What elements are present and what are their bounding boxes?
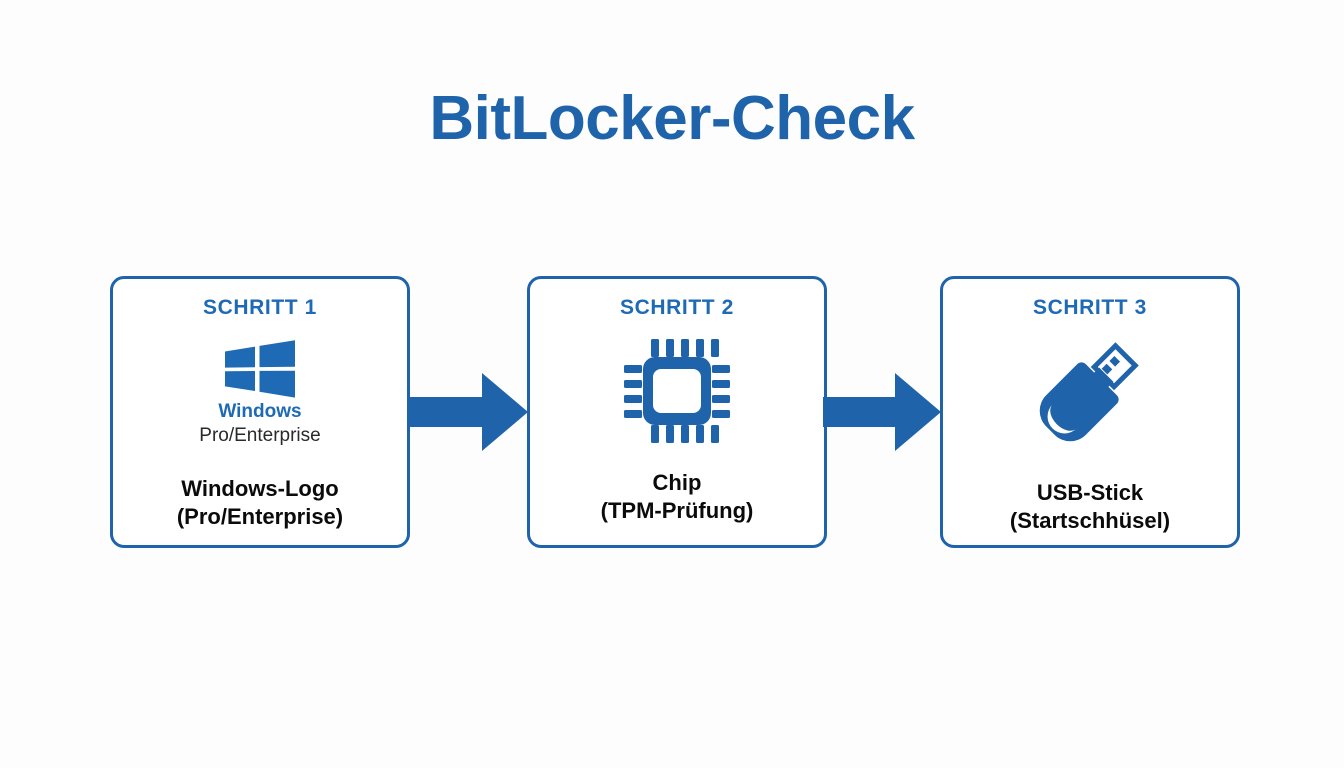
step-1-caption-line-1: Windows-Logo [181, 476, 339, 501]
step-1-caption: Windows-Logo (Pro/Enterprise) [113, 475, 407, 531]
step-1-caption-line-2: (Pro/Enterprise) [176, 504, 344, 530]
arrow-right-icon-2 [823, 367, 943, 462]
step-3-icon-area [943, 335, 1237, 453]
step-2-header: SCHRITT 2 [620, 296, 734, 319]
windows-edition-label: Pro/Enterprise [199, 425, 321, 446]
step-2-caption-line-1: Chip [652, 470, 702, 495]
step-1-header: SCHRITT 1 [203, 296, 317, 319]
step-3-caption: USB-Stick (Startschhüsel) [943, 479, 1237, 535]
step-1-icon-area: Windows Pro/Enterprise [113, 335, 407, 453]
step-3-header: SCHRITT 3 [1033, 296, 1147, 319]
usb-stick-icon [1034, 335, 1146, 452]
chip-icon [621, 335, 733, 452]
step-2-caption: Chip (TPM-Prüfung) [530, 469, 824, 525]
windows-brand-label: Windows [218, 401, 302, 422]
page-title: BitLocker-Check [429, 84, 915, 153]
step-card-2[interactable]: SCHRITT 2 [527, 276, 827, 548]
step-card-1[interactable]: SCHRITT 1 Windows Pro/Enterprise Windows… [110, 276, 410, 548]
step-2-icon-area [530, 335, 824, 453]
windows-logo-icon [223, 339, 297, 404]
step-card-3[interactable]: SCHRITT 3 [940, 276, 1240, 548]
step-3-caption-line-2: (Startschhüsel) [1009, 508, 1171, 534]
arrow-right-icon-1 [410, 367, 530, 462]
process-flow: SCHRITT 1 Windows Pro/Enterprise Windows… [0, 276, 1344, 552]
step-3-caption-line-1: USB-Stick [1036, 480, 1144, 505]
step-2-caption-line-2: (TPM-Prüfung) [600, 498, 754, 524]
